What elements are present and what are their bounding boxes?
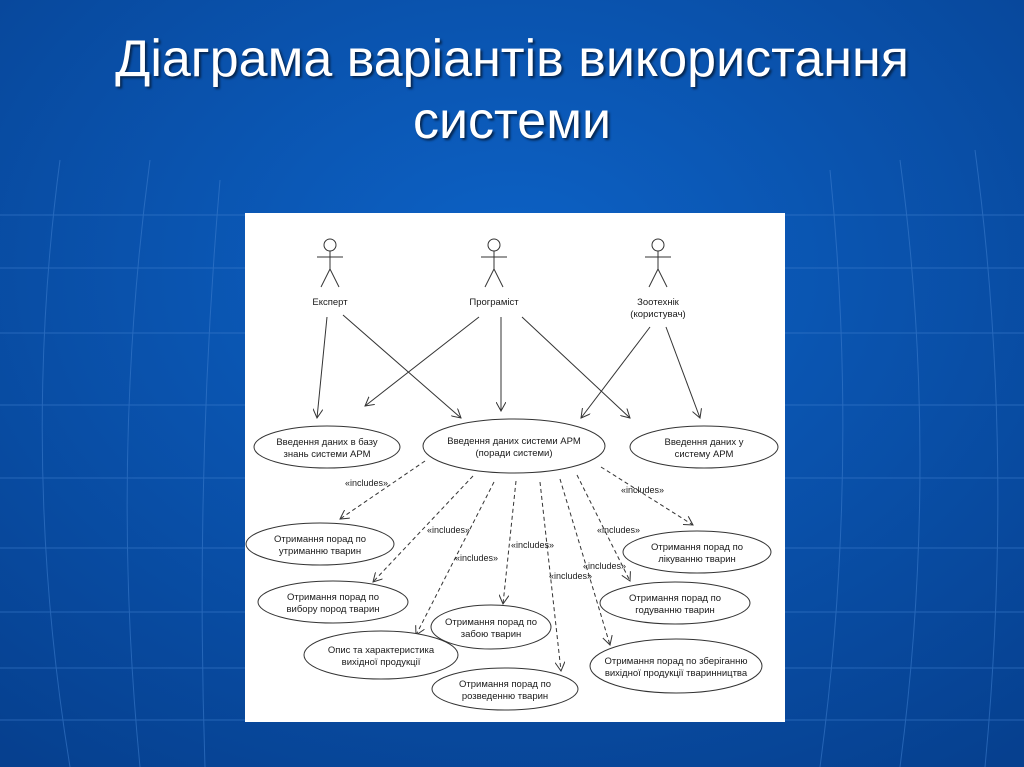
use-case-storage: Отримання порад по зберіганню вихідної п… — [589, 638, 763, 694]
include-treatment-arrow — [600, 466, 693, 525]
stick-figure-icon — [481, 238, 507, 288]
include-label: «includes» — [511, 540, 554, 550]
use-case-diagram: Експерт Програміст Зоотехнік (користувач… — [245, 238, 779, 711]
actor-programmer: Програміст — [469, 238, 519, 308]
include-label: «includes» — [427, 525, 470, 535]
use-case-feeding: Отримання порад по годуванню тварин — [599, 581, 751, 625]
svg-text:забою тварин: забою тварин — [461, 629, 522, 640]
assoc-programmer-kb-arrow — [365, 316, 480, 406]
svg-text:Опис та характеристика: Опис та характеристика — [328, 645, 435, 656]
svg-text:(поради системи): (поради системи) — [476, 448, 553, 459]
include-products-arrow — [416, 481, 495, 635]
include-keeping-arrow — [340, 460, 426, 519]
include-labels: «includes» «includes» «includes» «includ… — [345, 478, 664, 581]
assoc-zoo-sys-arrow — [665, 326, 700, 418]
svg-text:Отримання порад по: Отримання порад по — [459, 679, 551, 690]
assoc-expert-kb-arrow — [317, 316, 328, 418]
include-label: «includes» — [345, 478, 388, 488]
svg-text:Введення даних в базу: Введення даних в базу — [276, 437, 378, 448]
include-label: «includes» — [621, 485, 664, 495]
use-case-breed: Отримання порад по вибору пород тварин — [257, 580, 409, 624]
include-label: «includes» — [597, 525, 640, 535]
svg-text:розведенню тварин: розведенню тварин — [462, 691, 548, 702]
svg-text:утриманню тварин: утриманню тварин — [279, 546, 361, 557]
assoc-expert-main-arrow — [342, 314, 461, 418]
slide-title-line-2: системи — [413, 92, 611, 150]
association-arrows — [317, 314, 700, 418]
svg-text:Отримання порад по зберіганню: Отримання порад по зберіганню — [604, 656, 747, 667]
svg-text:Введення даних системи АРМ: Введення даних системи АРМ — [447, 436, 581, 447]
use-case-sys-input: Введення даних у систему АРМ — [629, 425, 779, 469]
actor-label-line-2: (користувач) — [630, 309, 685, 320]
svg-text:вихідної продукції: вихідної продукції — [342, 657, 421, 668]
include-breed-arrow — [373, 475, 474, 582]
include-arrows — [340, 460, 693, 671]
svg-text:Введення даних у: Введення даних у — [665, 437, 744, 448]
svg-text:вихідної продукції тваринництв: вихідної продукції тваринництва — [605, 668, 748, 679]
svg-text:годуванню тварин: годуванню тварин — [635, 605, 715, 616]
svg-text:Отримання порад по: Отримання порад по — [287, 592, 379, 603]
actor-zootechnician: Зоотехнік (користувач) — [630, 238, 686, 320]
actor-expert: Експерт — [312, 238, 348, 308]
actor-label: Експерт — [312, 297, 348, 308]
svg-text:знань системи АРМ: знань системи АРМ — [283, 449, 370, 460]
use-case-slaughter: Отримання порад по забою тварин — [430, 604, 552, 650]
include-label: «includes» — [455, 553, 498, 563]
slide-title-line-1: Діаграма варіантів використання — [115, 30, 909, 88]
assoc-programmer-sys-arrow — [521, 316, 630, 418]
use-case-breeding: Отримання порад по розведенню тварин — [431, 667, 579, 711]
include-label: «includes» — [583, 561, 626, 571]
actor-label-line-1: Зоотехнік — [637, 297, 680, 308]
stick-figure-icon — [645, 238, 671, 288]
use-case-kb-input: Введення даних в базу знань системи АРМ — [253, 425, 401, 469]
assoc-zoo-main-arrow — [581, 326, 651, 418]
use-case-keeping: Отримання порад по утриманню тварин — [245, 522, 395, 566]
svg-text:Отримання порад по: Отримання порад по — [629, 593, 721, 604]
use-case-treatment: Отримання порад по лікуванню тварин — [622, 530, 772, 574]
svg-text:вибору пород тварин: вибору пород тварин — [286, 604, 379, 615]
slide-title: Діаграма варіантів використання системи — [0, 28, 1024, 152]
svg-text:Отримання порад по: Отримання порад по — [651, 542, 743, 553]
include-label: «includes» — [549, 571, 592, 581]
include-breeding-arrow — [539, 481, 561, 671]
svg-text:Отримання порад по: Отримання порад по — [274, 534, 366, 545]
svg-text:лікуванню тварин: лікуванню тварин — [658, 554, 736, 565]
svg-text:Отримання порад по: Отримання порад по — [445, 617, 537, 628]
stick-figure-icon — [317, 238, 343, 288]
svg-text:систему АРМ: систему АРМ — [675, 449, 734, 460]
use-case-main: Введення даних системи АРМ (поради систе… — [422, 418, 606, 474]
include-storage-arrow — [559, 478, 610, 645]
use-cases: Введення даних в базу знань системи АРМ … — [245, 418, 779, 711]
use-case-diagram-panel: Експерт Програміст Зоотехнік (користувач… — [245, 213, 785, 722]
use-case-products: Опис та характеристика вихідної продукці… — [303, 630, 459, 680]
actor-label: Програміст — [469, 297, 519, 308]
include-feeding-arrow — [576, 474, 630, 581]
